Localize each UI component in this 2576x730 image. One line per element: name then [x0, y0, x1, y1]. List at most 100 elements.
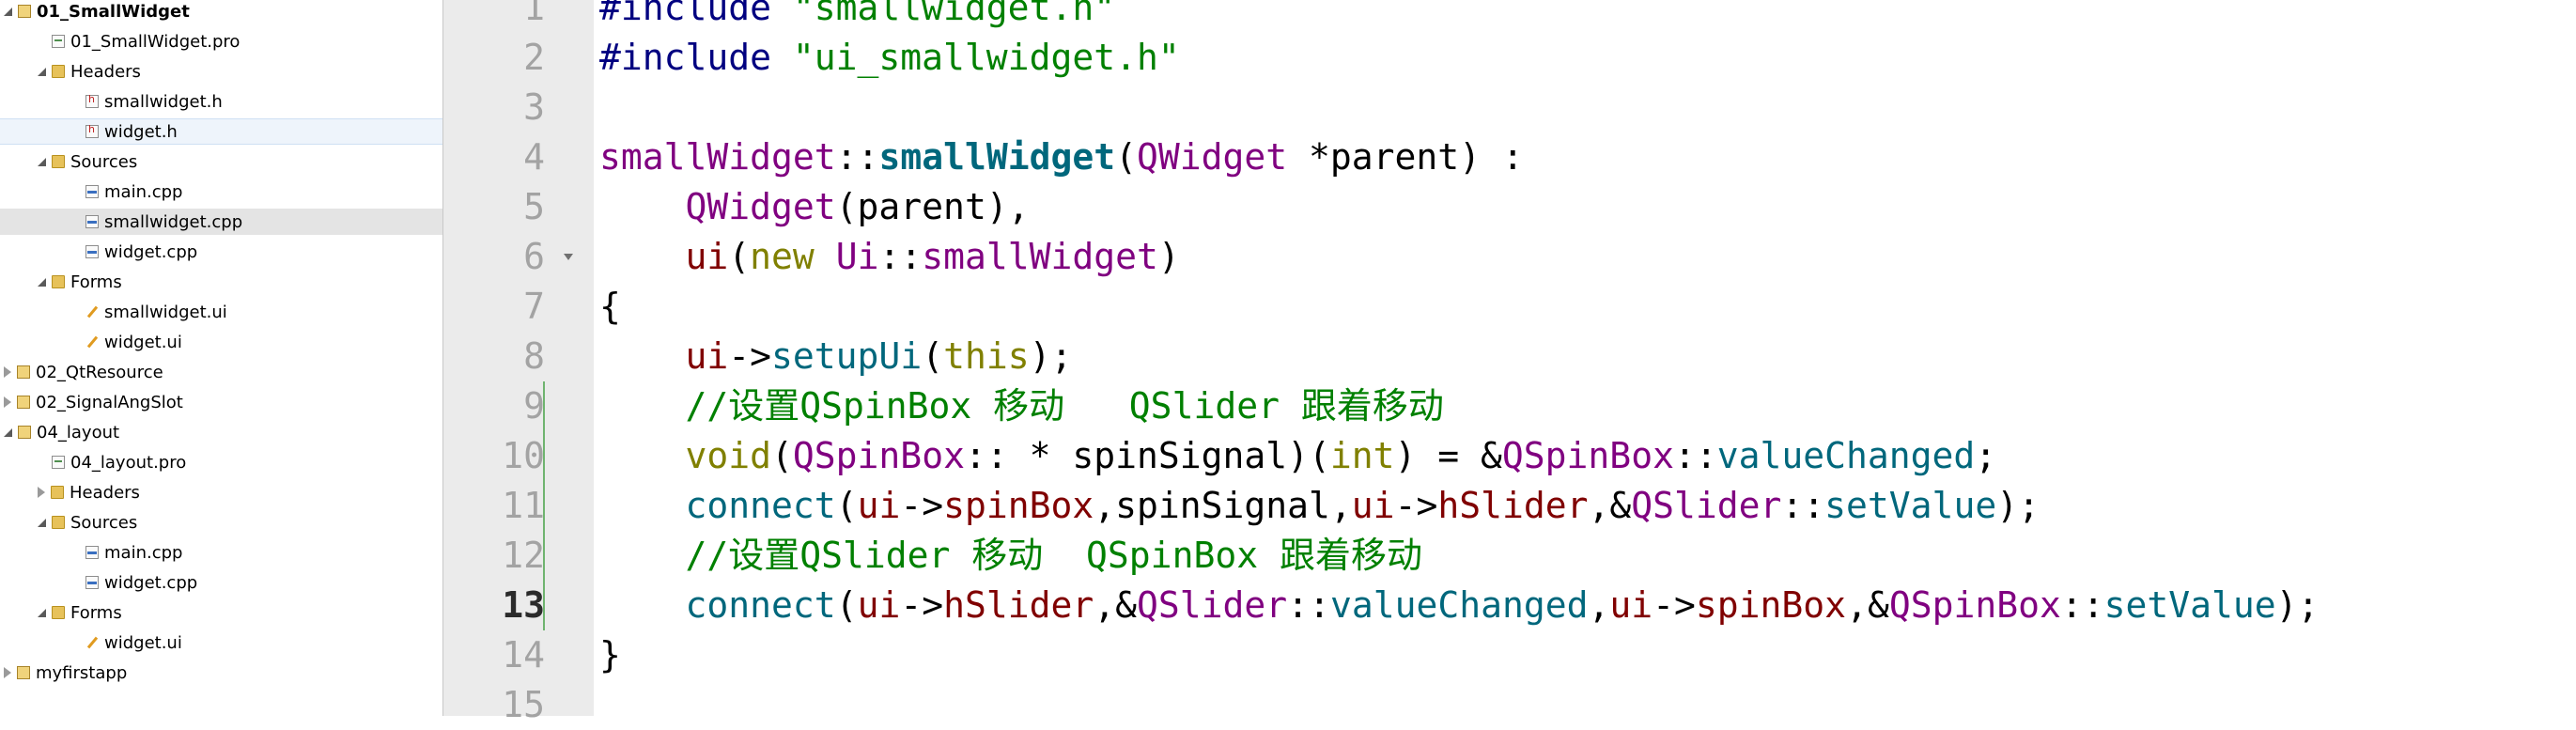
code-token: ->	[1394, 485, 1438, 526]
tree-item[interactable]: Sources	[0, 509, 442, 536]
code-token: ui	[857, 485, 901, 526]
code-line[interactable]: ui->setupUi(this);	[599, 332, 1073, 381]
code-line[interactable]: //设置QSpinBox 移动 QSlider 跟着移动	[599, 381, 1444, 431]
tree-item[interactable]: main.cpp	[0, 179, 442, 205]
code-token: );	[1029, 335, 1073, 377]
code-token: spinBox	[943, 485, 1094, 526]
tree-item-label: Forms	[70, 272, 122, 292]
tree-item-label: 01_SmallWidget	[37, 1, 190, 22]
collapsed-arrow-icon[interactable]	[38, 487, 45, 498]
tree-item-label: smallwidget.ui	[104, 302, 227, 322]
folder-icon	[52, 516, 65, 529]
code-token: QWidget	[1137, 136, 1288, 178]
line-number: 1	[523, 0, 545, 28]
expanded-arrow-icon[interactable]	[4, 427, 12, 437]
code-token: QSlider	[1631, 485, 1782, 526]
code-line[interactable]: smallWidget::smallWidget(QWidget *parent…	[599, 132, 1524, 182]
code-token: (	[835, 584, 858, 626]
tree-item[interactable]: Headers	[0, 58, 442, 85]
code-line[interactable]: connect(ui->hSlider,&QSlider::valueChang…	[599, 581, 2320, 630]
code-token	[599, 236, 686, 277]
code-token: (	[728, 236, 751, 277]
tree-item[interactable]: widget.h	[0, 118, 442, 145]
code-token: (	[1115, 136, 1137, 178]
code-token: ::	[835, 136, 879, 178]
folder-icon	[52, 65, 65, 78]
code-token: ui	[1351, 485, 1395, 526]
tree-item[interactable]: 02_QtResource	[0, 359, 442, 385]
code-line[interactable]: ui(new Ui::smallWidget)	[599, 232, 1180, 282]
tree-item[interactable]: widget.cpp	[0, 239, 442, 265]
tree-item-label: main.cpp	[104, 542, 183, 563]
tree-item[interactable]: smallwidget.h	[0, 88, 442, 115]
tree-item-label: Headers	[70, 61, 141, 82]
line-number: 11	[502, 485, 545, 526]
code-line[interactable]: }	[599, 630, 621, 680]
code-token: #include	[599, 0, 793, 28]
code-token: setupUi	[771, 335, 923, 377]
tree-item[interactable]: Sources	[0, 148, 442, 175]
project-icon	[17, 396, 30, 409]
tree-item-label: Sources	[70, 151, 138, 172]
code-token: connect	[685, 584, 836, 626]
expanded-arrow-icon[interactable]	[38, 518, 46, 527]
code-token: QWidget	[685, 186, 836, 227]
collapsed-arrow-icon[interactable]	[4, 396, 11, 408]
tree-item[interactable]: widget.ui	[0, 629, 442, 656]
code-editor[interactable]	[594, 0, 2576, 716]
tree-item[interactable]: Headers	[0, 479, 442, 505]
code-token: QSlider	[1137, 584, 1288, 626]
fold-marker-icon[interactable]	[564, 254, 573, 260]
tree-item[interactable]: 02_SignalAngSlot	[0, 389, 442, 415]
tree-item[interactable]: 04_layout	[0, 419, 442, 445]
code-line[interactable]: #include "ui_smallwidget.h"	[599, 33, 1180, 83]
code-token: spinBox	[1695, 584, 1847, 626]
tree-item[interactable]: myfirstapp	[0, 660, 442, 686]
code-token: ,&	[1846, 584, 1889, 626]
tree-item-label: Forms	[70, 602, 122, 623]
tree-item[interactable]: widget.cpp	[0, 569, 442, 596]
tree-item-label: widget.ui	[104, 332, 182, 352]
code-token: "smallwidget.h"	[792, 0, 1116, 28]
code-line[interactable]: QWidget(parent),	[599, 182, 1030, 232]
code-token	[599, 485, 686, 526]
expanded-arrow-icon[interactable]	[4, 7, 12, 16]
code-token: ->	[728, 335, 772, 377]
folder-icon	[52, 155, 65, 168]
code-token: ::	[1673, 435, 1717, 476]
tree-item-label: 02_QtResource	[36, 362, 163, 382]
expanded-arrow-icon[interactable]	[38, 67, 46, 76]
tree-item[interactable]: main.cpp	[0, 539, 442, 566]
code-line[interactable]: //设置QSlider 移动 QSpinBox 跟着移动	[599, 531, 1422, 581]
expanded-arrow-icon[interactable]	[38, 277, 46, 287]
code-line[interactable]: connect(ui->spinBox,spinSignal,ui->hSlid…	[599, 481, 2040, 531]
collapsed-arrow-icon[interactable]	[4, 667, 11, 678]
tree-item[interactable]: 01_SmallWidget	[0, 0, 442, 24]
project-icon	[17, 666, 30, 679]
modified-lines-marker	[543, 381, 545, 630]
tree-item[interactable]: smallwidget.cpp	[0, 209, 442, 235]
collapsed-arrow-icon[interactable]	[4, 366, 11, 378]
tree-item[interactable]: widget.ui	[0, 329, 442, 355]
tree-item[interactable]: smallwidget.ui	[0, 299, 442, 325]
expanded-arrow-icon[interactable]	[38, 157, 46, 166]
code-token: int	[1329, 435, 1395, 476]
code-token: (	[771, 435, 793, 476]
code-token: this	[943, 335, 1030, 377]
tree-item-label: myfirstapp	[36, 662, 128, 683]
tree-item[interactable]: 01_SmallWidget.pro	[0, 28, 442, 54]
code-token: ui	[685, 236, 729, 277]
tree-item[interactable]: Forms	[0, 599, 442, 626]
tree-item[interactable]: 04_layout.pro	[0, 449, 442, 475]
code-token: "ui_smallwidget.h"	[792, 37, 1180, 78]
code-line[interactable]: void(QSpinBox:: * spinSignal)(int) = &QS…	[599, 431, 1997, 481]
code-line[interactable]: #include "smallwidget.h"	[599, 0, 1115, 33]
line-number: 10	[502, 435, 545, 476]
code-line[interactable]: {	[599, 282, 621, 332]
code-token: ,&	[1094, 584, 1138, 626]
tree-item-label: Headers	[70, 482, 140, 503]
expanded-arrow-icon[interactable]	[38, 608, 46, 617]
source-file-icon	[85, 215, 99, 228]
tree-item[interactable]: Forms	[0, 269, 442, 295]
